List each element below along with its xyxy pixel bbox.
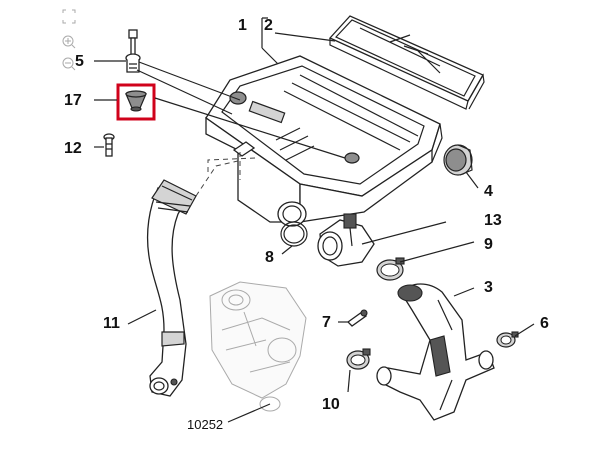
bolt-lines [136, 61, 241, 115]
leader-13 [361, 221, 447, 245]
callout-5[interactable]: 5 [75, 53, 84, 70]
leader-6 [514, 323, 535, 337]
screw-7[interactable] [346, 309, 368, 327]
grommet[interactable] [125, 90, 147, 112]
leader-8 [281, 245, 293, 255]
callout-13[interactable]: 13 [484, 212, 502, 229]
hose-clamp-9[interactable] [376, 257, 405, 281]
callout-3[interactable]: 3 [484, 279, 493, 296]
cap-4[interactable] [443, 144, 473, 176]
callout-11[interactable]: 11 [103, 315, 120, 332]
callout-12[interactable]: 12 [64, 140, 82, 157]
fit-view-icon[interactable] [62, 9, 76, 24]
leader-3 [453, 287, 475, 297]
air-filter-housing[interactable] [205, 55, 443, 227]
callout-4[interactable]: 4 [484, 183, 493, 200]
callout-6[interactable]: 6 [540, 315, 549, 332]
leader-4 [465, 171, 479, 189]
duct-dash-line [195, 159, 243, 197]
air-duct-11[interactable] [146, 179, 197, 397]
air-flow-meter[interactable] [317, 213, 375, 267]
clamp-6[interactable] [496, 331, 519, 348]
callout-17[interactable]: 17 [64, 92, 82, 109]
leader-11 [127, 309, 157, 325]
intake-hose-3[interactable] [376, 283, 495, 421]
leader-1-2 [261, 17, 336, 69]
grommet-line [154, 97, 346, 159]
screw-12[interactable] [103, 133, 115, 157]
leader-10 [347, 369, 351, 393]
clamp-10[interactable] [346, 348, 371, 370]
air-filter-element[interactable] [328, 15, 485, 110]
leader-9 [399, 241, 475, 263]
callout-1[interactable]: 1 [238, 17, 247, 34]
mount-dash-lines [207, 152, 256, 180]
callout-2[interactable]: 2 [264, 17, 273, 34]
callout-10[interactable]: 10 [322, 396, 340, 413]
zoom-in-icon[interactable] [62, 35, 76, 49]
leader-10252 [227, 403, 271, 423]
zoom-out-icon[interactable] [62, 57, 76, 71]
gasket-8[interactable] [280, 221, 308, 247]
reference-number: 10252 [187, 417, 223, 432]
callout-9[interactable]: 9 [484, 236, 493, 253]
engine-block-ghost [209, 281, 307, 412]
callout-8[interactable]: 8 [265, 249, 274, 266]
highlight-box-17[interactable] [116, 83, 156, 121]
callout-7[interactable]: 7 [322, 314, 331, 331]
housing-bolt[interactable] [125, 29, 141, 73]
